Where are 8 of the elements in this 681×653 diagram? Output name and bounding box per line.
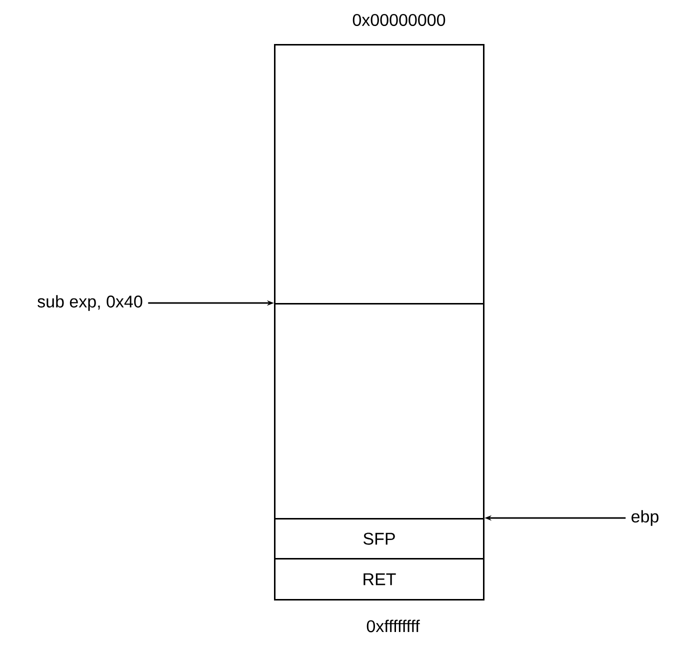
stack-slot: RET [274, 558, 484, 600]
address-label: 0x00000000 [352, 14, 446, 26]
memory-region [274, 303, 484, 520]
register-label: ebp [632, 510, 658, 526]
address-label: 0xffffffff [366, 620, 420, 632]
memory-region [274, 44, 484, 304]
register-label: sub exp, 0x40 [38, 295, 142, 311]
stack-slot: SFP [274, 518, 484, 560]
